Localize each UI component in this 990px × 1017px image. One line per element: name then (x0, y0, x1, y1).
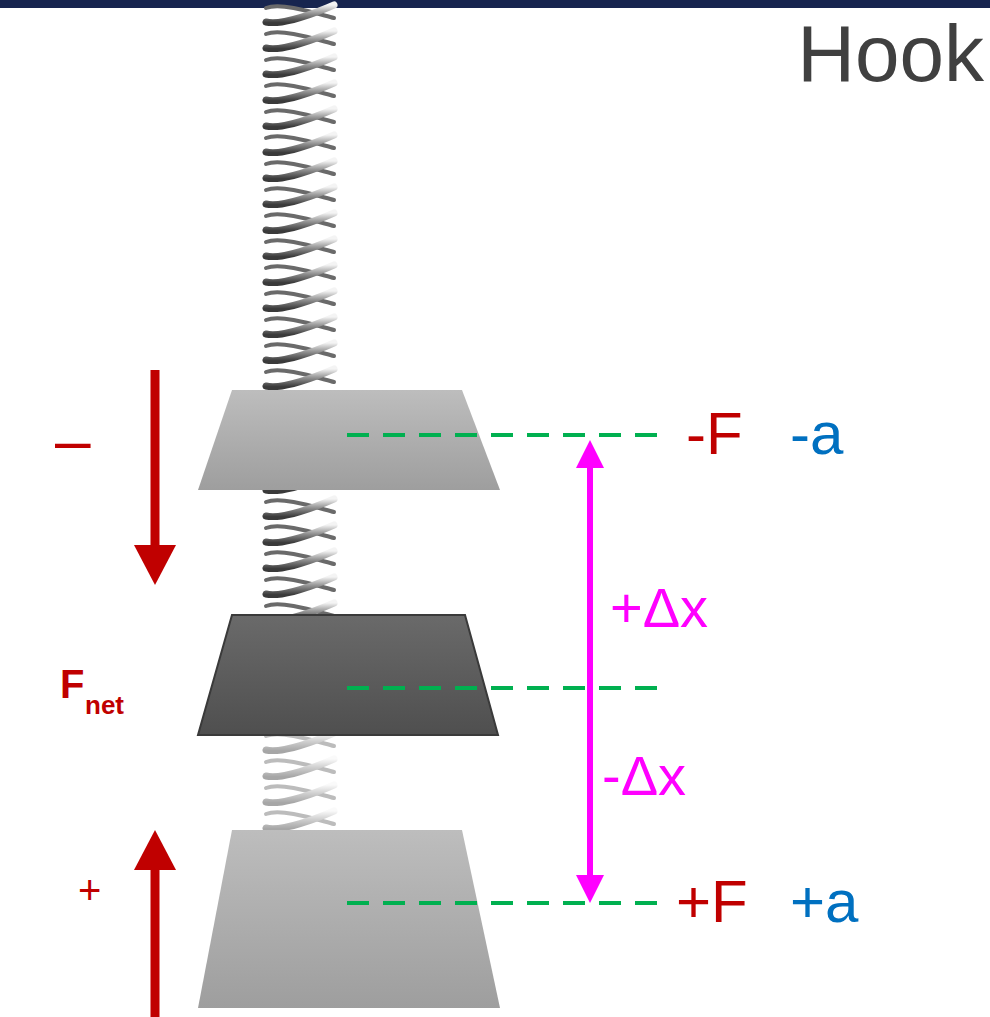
spring-coil (260, 733, 340, 833)
top-bar (0, 0, 990, 8)
weight-block (198, 615, 498, 735)
displacement-label: +Δx (610, 580, 708, 636)
acceleration-label: +a (790, 872, 858, 932)
level-line (347, 435, 660, 903)
spring-coil (260, 0, 340, 394)
force-arrow (134, 370, 176, 585)
spring-coil (260, 488, 340, 618)
subscript-label: net (85, 692, 124, 718)
displacement-arrow (576, 440, 604, 903)
force-arrow (134, 830, 176, 1017)
sign-label: – (55, 408, 91, 472)
slide-title: Hook (797, 14, 984, 94)
acceleration-label: -a (790, 404, 843, 464)
force-label: -F (686, 404, 743, 464)
weight-block (198, 830, 500, 1008)
weight-block (198, 390, 500, 490)
force-symbol: F (60, 664, 84, 704)
sign-label: + (78, 870, 101, 910)
force-label: +F (676, 872, 748, 932)
displacement-label: -Δx (602, 748, 686, 804)
